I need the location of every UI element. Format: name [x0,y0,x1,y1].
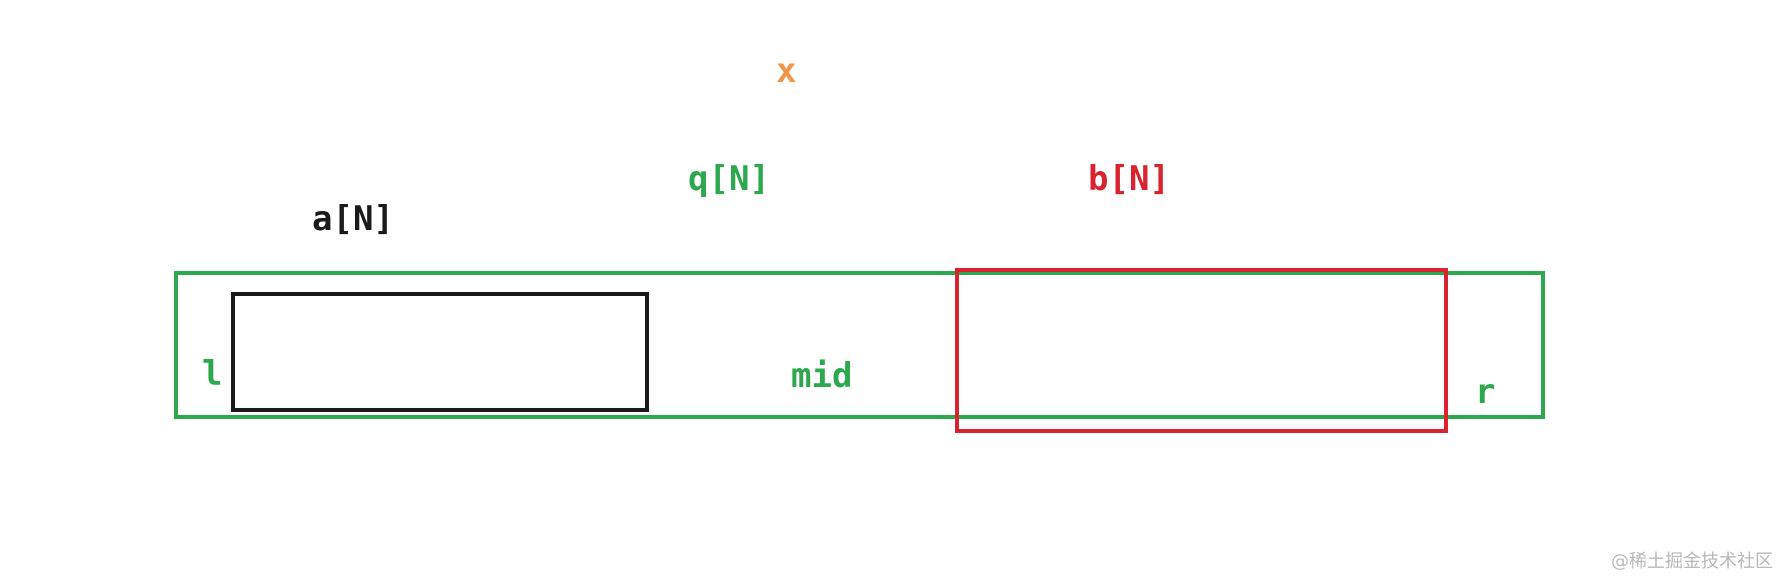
a-array-box [231,292,649,412]
b-array-box [955,268,1448,433]
l-pointer-label: l [202,354,223,394]
r-pointer-label: r [1475,372,1496,412]
b-array-label: b[N] [1088,159,1170,199]
q-array-label: q[N] [688,159,770,199]
q-array-box [174,271,1545,419]
mid-pointer-label: mid [791,356,853,396]
x-label: x [776,51,797,91]
a-array-label: a[N] [312,199,394,239]
watermark: @稀土掘金技术社区 [1611,551,1773,572]
